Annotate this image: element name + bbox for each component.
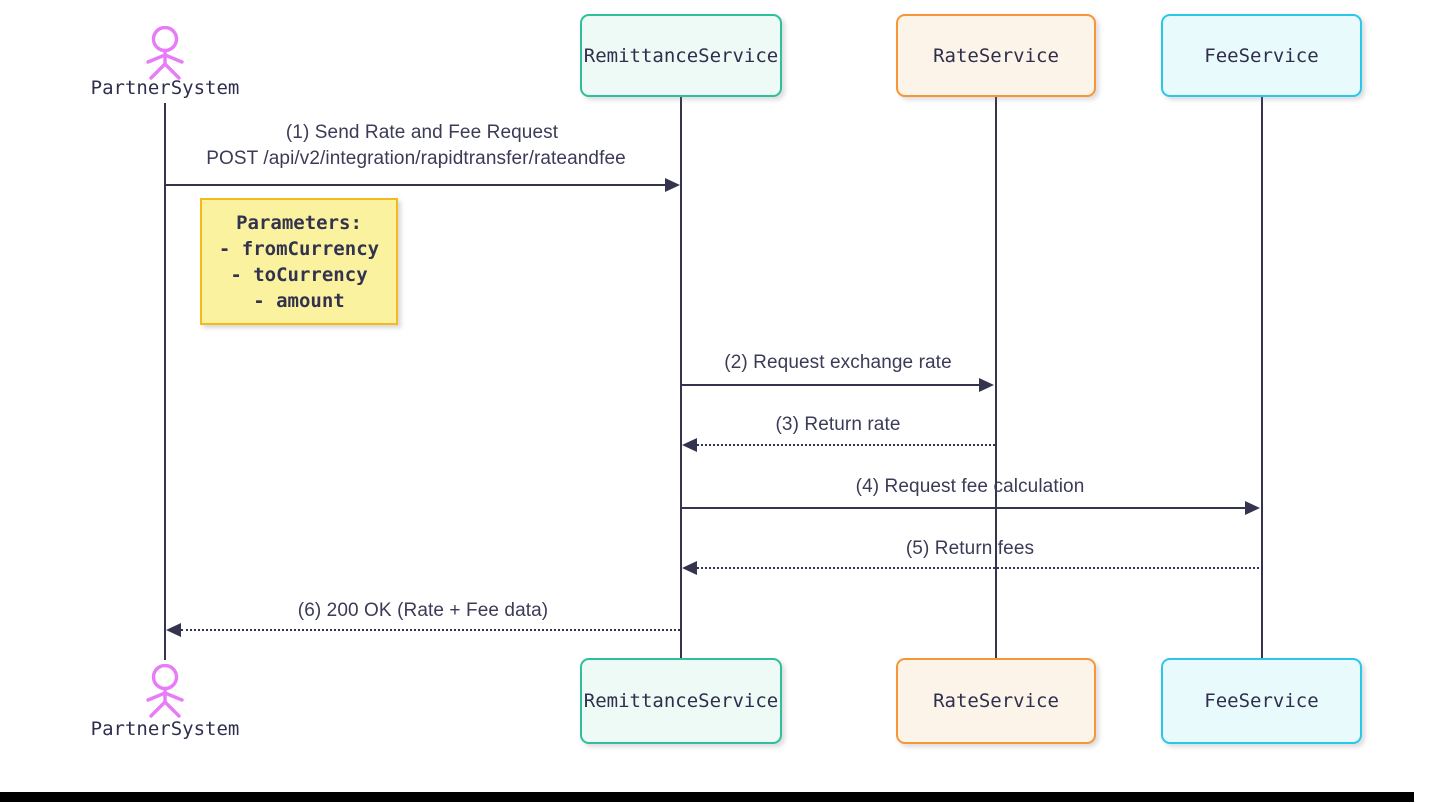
- message-5-arrowhead: [682, 561, 697, 575]
- message-1-arrowhead: [665, 178, 680, 192]
- message-4-line: [682, 507, 1246, 509]
- participant-rateservice-top: RateService: [896, 14, 1096, 97]
- message-4-arrowhead: [1245, 501, 1260, 515]
- lifeline-feeservice: [1261, 97, 1263, 658]
- bottom-black-bar: [0, 792, 1414, 802]
- person-icon: [146, 664, 184, 718]
- note-parameters: Parameters: - fromCurrency - toCurrency …: [200, 198, 398, 325]
- message-2-line: [682, 384, 980, 386]
- message-5-label: (5) Return fees: [905, 538, 1035, 559]
- participant-label: RateService: [933, 44, 1059, 67]
- participant-rateservice-bottom: RateService: [896, 658, 1096, 744]
- lifeline-rateservice: [995, 97, 997, 658]
- lifeline-partnersystem: [164, 103, 166, 660]
- message-1-endpoint: POST /api/v2/integration/rapidtransfer/r…: [206, 148, 626, 169]
- person-icon: [146, 26, 184, 80]
- message-1-label: (1) Send Rate and Fee Request: [285, 122, 559, 143]
- participant-label: RemittanceService: [583, 44, 779, 67]
- message-2-label: (2) Request exchange rate: [724, 352, 952, 373]
- participant-feeservice-bottom: FeeService: [1161, 658, 1362, 744]
- note-line: - amount: [253, 289, 345, 312]
- message-3-arrowhead: [682, 438, 697, 452]
- actor-label: PartnerSystem: [90, 77, 240, 99]
- message-6-label: (6) 200 OK (Rate + Fee data): [297, 600, 549, 621]
- participant-label: FeeService: [1204, 44, 1319, 67]
- participant-label: RemittanceService: [583, 690, 779, 712]
- participant-label: RateService: [933, 690, 1059, 712]
- note-line: Parameters:: [236, 211, 362, 234]
- message-6-line: [181, 629, 680, 631]
- participant-label: FeeService: [1204, 690, 1319, 712]
- message-1-line: [166, 184, 668, 186]
- note-line: - fromCurrency: [218, 237, 380, 260]
- message-2-arrowhead: [979, 378, 994, 392]
- message-6-arrowhead: [166, 623, 181, 637]
- participant-remittanceservice-top: RemittanceService: [580, 14, 782, 97]
- message-5-line: [697, 567, 1259, 569]
- message-3-line: [697, 444, 995, 446]
- participant-remittanceservice-bottom: RemittanceService: [580, 658, 782, 744]
- message-4-label: (4) Request fee calculation: [855, 476, 1085, 497]
- actor-label: PartnerSystem: [90, 718, 240, 740]
- note-line: - toCurrency: [230, 263, 368, 286]
- participant-feeservice-top: FeeService: [1161, 14, 1362, 97]
- message-3-label: (3) Return rate: [775, 414, 901, 435]
- lifeline-remittanceservice: [680, 97, 682, 658]
